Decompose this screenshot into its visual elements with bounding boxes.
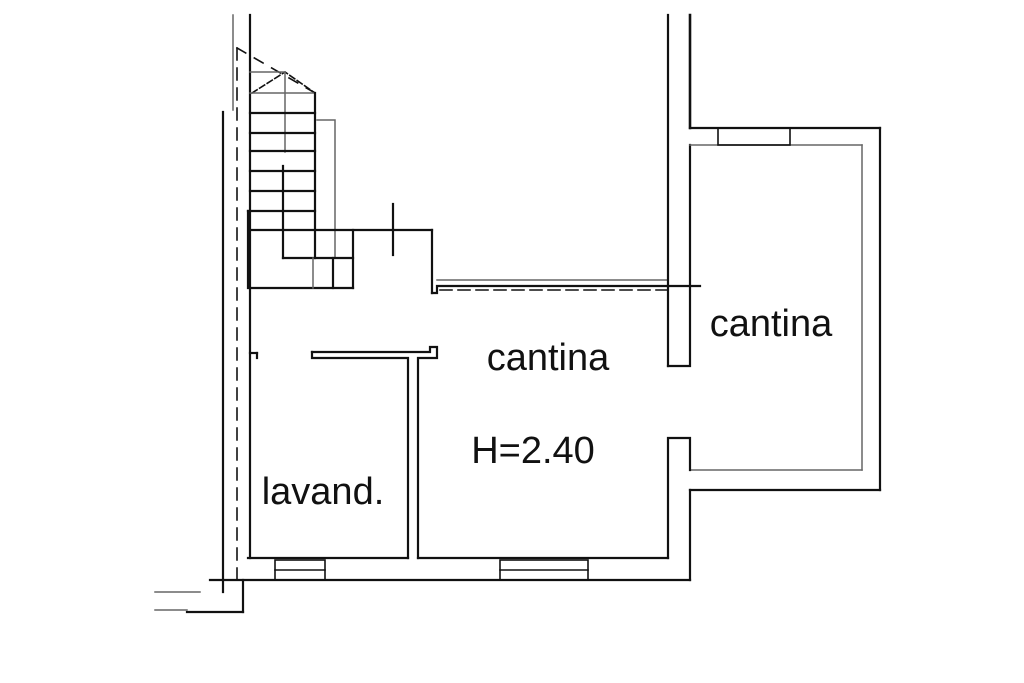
room-label-cantina-right: cantina [709,303,833,345]
room-label-lavanderia: lavand. [261,471,385,513]
ceiling-height-label: H=2.40 [471,430,595,472]
corridor-wall [430,279,702,295]
room-label-cantina-main: cantina [486,337,610,379]
staircase [235,46,434,295]
bottom-windows [274,559,589,581]
bottom-wall [208,556,692,582]
right-cantina-walls [666,13,882,582]
lavanderia-partition [310,345,439,560]
left-exterior-wall [154,13,259,614]
